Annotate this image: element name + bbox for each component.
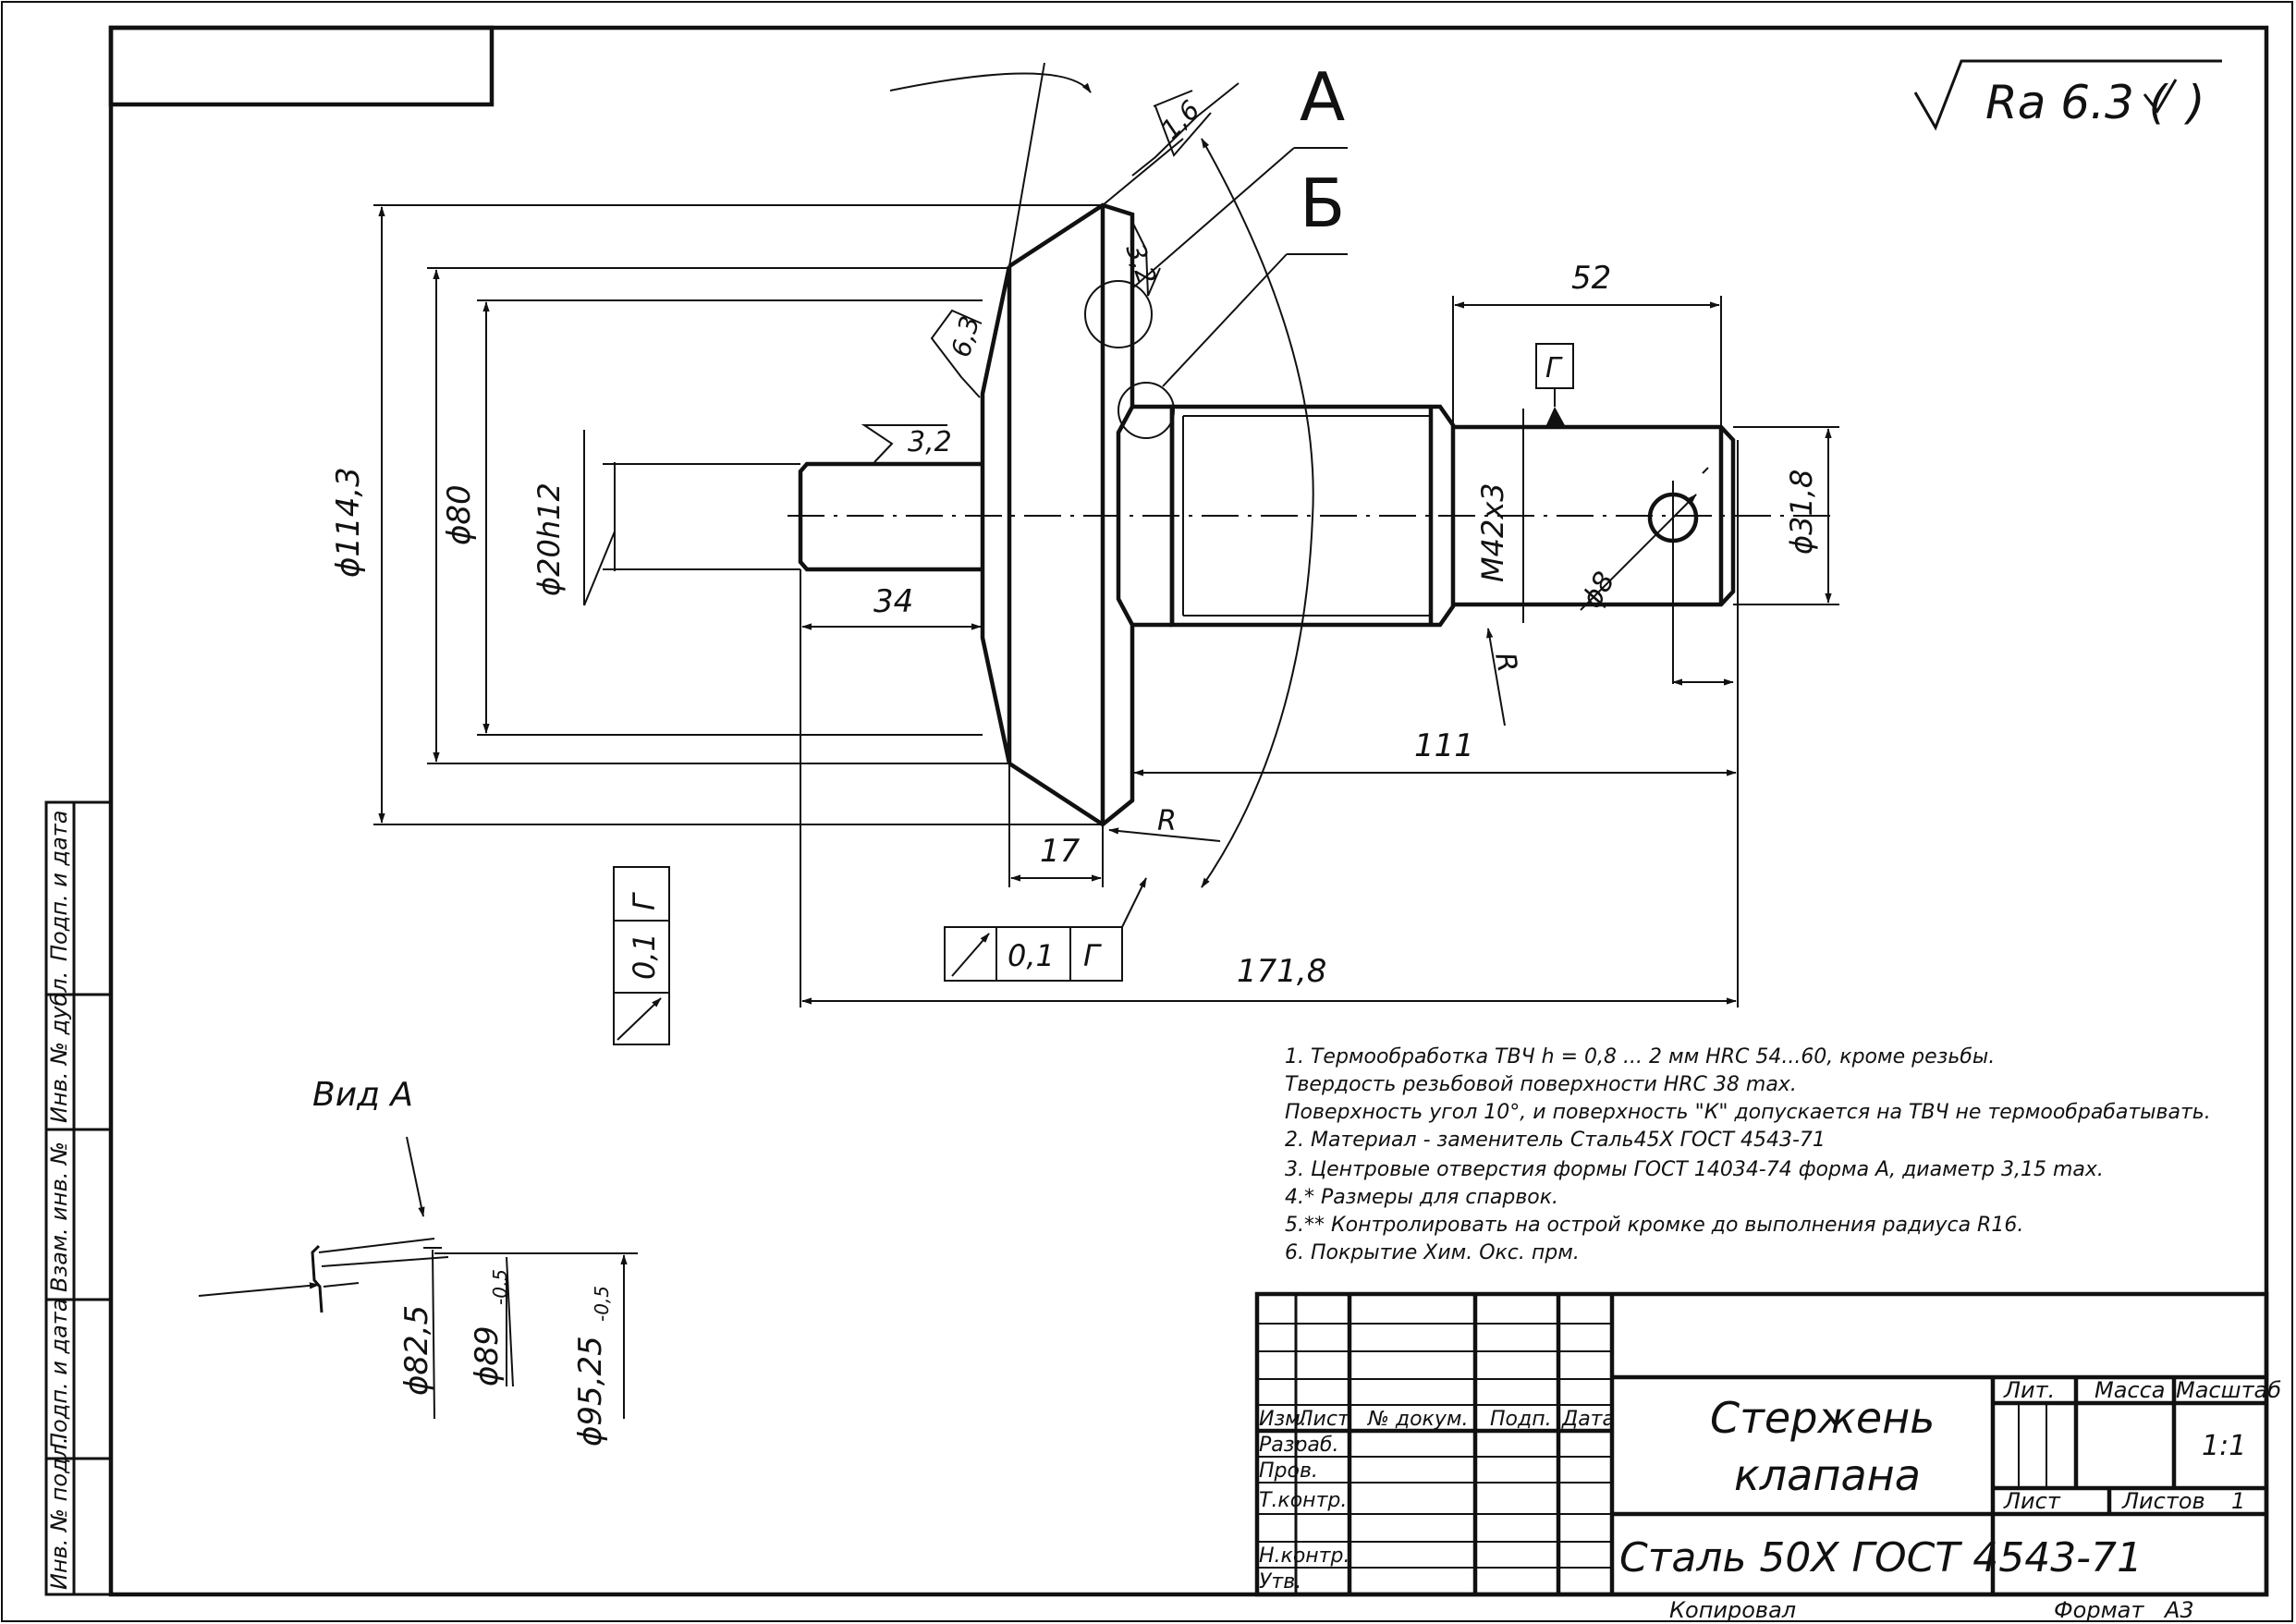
note-line: Поверхность угол 10°, и поверхность "К" … (1285, 1101, 2211, 1124)
valve-stem-part (788, 202, 1835, 827)
detail-circle-b (1117, 382, 1175, 439)
runout-arrow-v-icon (617, 997, 662, 1041)
view-a-title: Вид А (312, 1076, 413, 1114)
valve-head (1008, 202, 1135, 827)
note-line: 2. Материал - заменитель Сталь45X ГОСТ 4… (1285, 1129, 1826, 1152)
dim-r1: R (1488, 650, 1523, 675)
tb-copied: Копировал (1669, 1597, 1796, 1623)
dim-d8: ϕ8 (1576, 567, 1622, 614)
dim-d114: ϕ114,3 (330, 467, 367, 578)
side-stamp: Подп. и дата Инв. № дубл. Взам. инв. № П… (44, 800, 113, 1596)
top-left-box (108, 25, 495, 107)
dim-d89-tol: -0,5 (489, 1269, 511, 1305)
tb-role: Н.контр. (1259, 1545, 1350, 1568)
tb-format: А3 (2163, 1597, 2194, 1623)
dim-d20: ϕ20h12 (531, 482, 567, 596)
tb-role: Пров. (1259, 1459, 1318, 1483)
tb-format-label: Формат (2054, 1597, 2144, 1623)
tb-mass: Масса (2094, 1377, 2166, 1403)
side-stamp-label: Инв. № дубл. (46, 971, 72, 1123)
tb-scale: 1:1 (2202, 1430, 2246, 1462)
tb-role: Утв. (1259, 1570, 1301, 1593)
tb-header-date: Дата (1561, 1408, 1615, 1431)
tol-v-value: 0,1 (627, 933, 662, 980)
title-block: Изм. Лист № докум. Подп. Дата Разраб. Пр… (1254, 1291, 2281, 1623)
dim-l111: 111 (1414, 727, 1474, 764)
side-stamp-label: Подп. и дата (46, 1299, 72, 1450)
technical-notes: 1. Термообработка ТВЧ h = 0,8 ... 2 мм H… (1285, 1045, 2211, 1264)
part-name-line1: Стержень (1710, 1393, 1935, 1443)
tb-sheets: 1 (2231, 1488, 2245, 1514)
note-line: 3. Центровые отверстия формы ГОСТ 14034-… (1285, 1158, 2104, 1181)
dim-d89: ϕ89 (469, 1325, 506, 1386)
roughness-close: ) (2183, 76, 2205, 129)
arc-dimension (889, 72, 1092, 93)
dim-d31: ϕ31,8 (1784, 470, 1819, 555)
view-b-label: Б (1300, 165, 1345, 242)
roughness-label: Ra 6.3 ( (1985, 76, 2169, 129)
side-stamp-label: Инв. № подл. (46, 1436, 72, 1590)
dim-r2: R (1157, 805, 1177, 837)
arc-big (1201, 138, 1314, 888)
left-stub (798, 461, 983, 572)
tol-v-datum: Г (627, 892, 662, 910)
dim-l52: 52 (1571, 260, 1611, 297)
tb-header-list: Лист (1297, 1408, 1350, 1431)
check-mark-icon (2143, 79, 2178, 114)
roughness-symbol: Ra 6.3 ( ) (1913, 59, 2222, 131)
note-line: Твердость резьбовой поверхности HRC 38 m… (1285, 1073, 1797, 1096)
dimensions: ϕ114,3 ϕ80 ϕ20h12 34 17 111 171,8 (330, 62, 1839, 1007)
note-line: 4.* Размеры для спарвок. (1285, 1186, 1558, 1209)
dim-d80: ϕ80 (441, 484, 478, 545)
view-labels: А Б (1131, 58, 1348, 387)
note-line: 1. Термообработка ТВЧ h = 0,8 ... 2 мм H… (1285, 1045, 1995, 1068)
detail-circle-a (1084, 280, 1153, 348)
tolerance-frame-h: 0,1 Г (944, 877, 1147, 982)
dim-d95-tol: -0,5 (591, 1286, 613, 1322)
datum-triangle (1545, 407, 1566, 427)
note-line: 6. Покрытие Хим. Окс. прм. (1285, 1241, 1580, 1264)
datum-label: Г (1545, 352, 1563, 385)
tb-sheets-label: Листов (2121, 1488, 2205, 1514)
tb-sheet-label: Лист (2003, 1488, 2061, 1514)
note-line: 5.** Контролировать на острой кромке до … (1285, 1214, 2023, 1237)
shank (1453, 424, 1736, 607)
side-stamp-label: Взам. инв. № (46, 1142, 72, 1292)
tb-header-izm: Изм. (1259, 1408, 1307, 1431)
view-a-detail: Вид А ϕ82,5 ϕ89 -0,5 ϕ95,25 -0,5 (198, 1076, 638, 1447)
tb-role: Т.контр. (1259, 1489, 1347, 1512)
dim-l171: 171,8 (1237, 953, 1326, 990)
tolerance-frame-v: 0,1 Г (613, 866, 670, 1045)
material: Сталь 50Х ГОСТ 4543-71 (1619, 1534, 2143, 1581)
tol-h-value: 0,1 (1008, 938, 1055, 973)
tb-scale-label: Масштаб (2176, 1377, 2281, 1403)
dim-d95: ϕ95,25 (572, 1336, 609, 1447)
rough-32b: 3,2 (908, 426, 952, 458)
part-name-line2: клапана (1734, 1450, 1921, 1500)
dim-l34: 34 (873, 583, 913, 620)
side-stamp-label: Подп. и дата (46, 811, 72, 962)
view-a-label: А (1300, 58, 1345, 136)
tol-h-datum: Г (1083, 938, 1102, 973)
runout-arrow-icon (951, 933, 990, 977)
dim-m42: M42x3 (1475, 482, 1510, 582)
tb-role: Разраб. (1259, 1434, 1338, 1457)
dim-l17: 17 (1040, 833, 1081, 870)
dim-d82: ϕ82,5 (398, 1305, 435, 1396)
rough-63: 6,3 (946, 312, 985, 360)
tb-header-sign: Подп. (1490, 1408, 1552, 1431)
tb-lit: Лит. (2003, 1377, 2055, 1403)
tb-header-doc: № докум. (1367, 1408, 1468, 1431)
